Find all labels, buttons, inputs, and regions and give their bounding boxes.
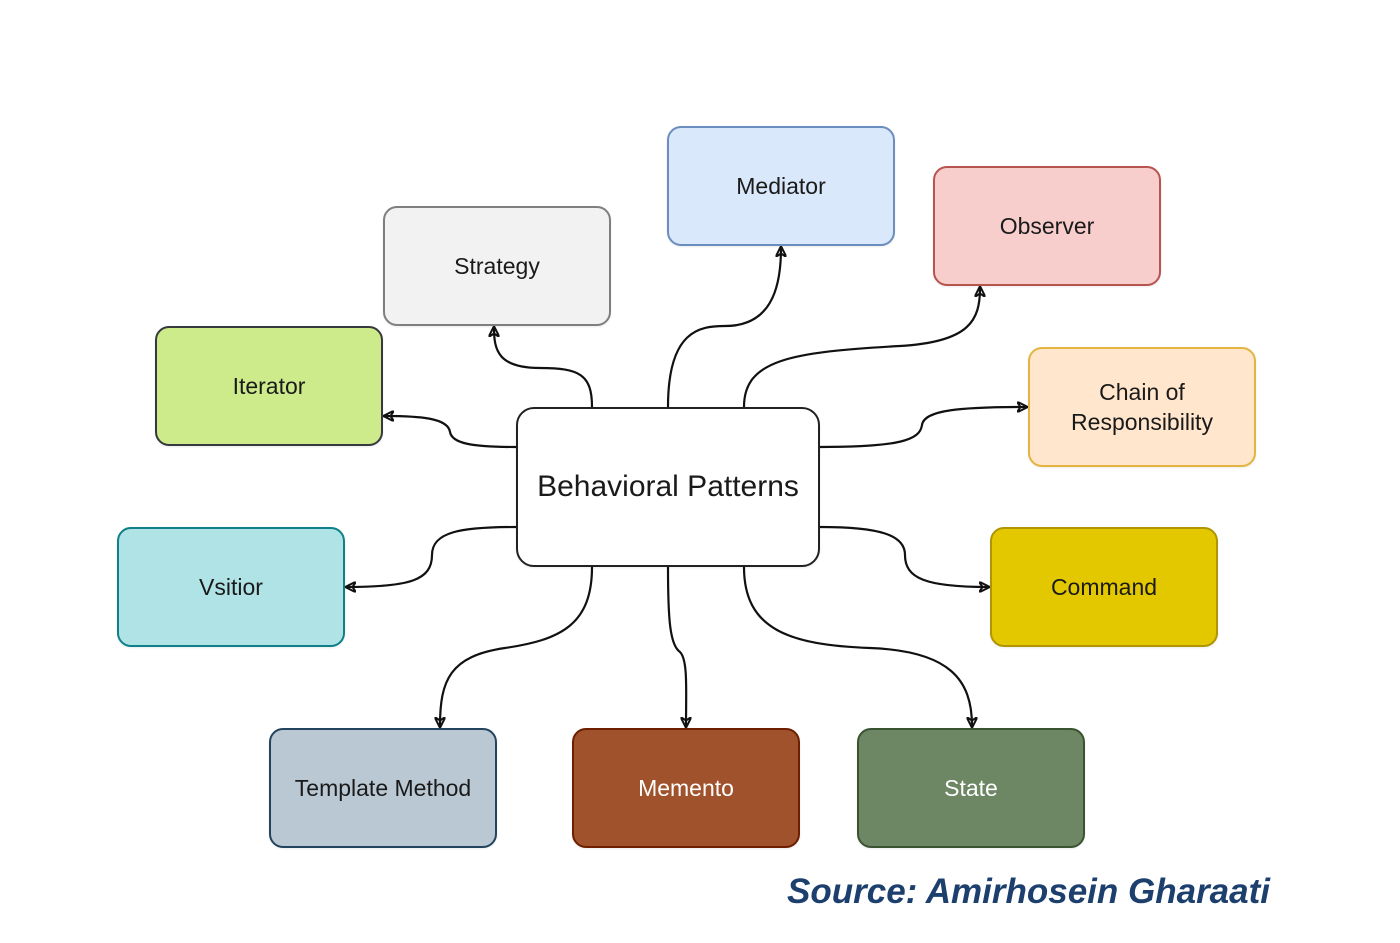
node-label-visitor: Vsitior — [199, 574, 263, 600]
edge-to-command — [819, 525, 988, 587]
edge-to-visitor — [347, 525, 517, 587]
node-label-template-method: Template Method — [294, 775, 472, 801]
node-iterator: Iterator — [155, 326, 383, 446]
node-memento: Memento — [572, 728, 800, 848]
node-chain-of-responsibility: Chain of Responsibility — [1028, 347, 1256, 467]
edge-to-iterator — [385, 416, 517, 449]
edge-to-mediator — [666, 248, 781, 408]
edge-to-observer — [742, 288, 980, 408]
edge-to-chain — [819, 407, 1026, 449]
node-label-memento: Memento — [638, 775, 734, 801]
node-label-command: Command — [1050, 574, 1158, 600]
edge-to-state — [742, 566, 972, 726]
edge-to-strategy — [494, 328, 594, 408]
node-visitor: Vsitior — [117, 527, 345, 647]
node-observer: Observer — [933, 166, 1161, 286]
node-mediator: Mediator — [667, 126, 895, 246]
node-state: State — [857, 728, 1085, 848]
edge-to-memento — [666, 566, 686, 726]
node-label-observer: Observer — [999, 213, 1095, 239]
edge-to-template — [440, 566, 594, 726]
node-template-method: Template Method — [269, 728, 497, 848]
node-command: Command — [990, 527, 1218, 647]
node-label-chain-of-responsibility: Chain of Responsibility — [1071, 379, 1213, 435]
node-label-mediator: Mediator — [736, 173, 826, 199]
source-credit: Source: Amirhosein Gharaati — [787, 872, 1270, 911]
center-node-behavioral-patterns: Behavioral Patterns — [516, 407, 820, 567]
node-strategy: Strategy — [383, 206, 611, 326]
node-label-state: State — [944, 775, 998, 801]
node-label-strategy: Strategy — [454, 253, 540, 279]
node-label-iterator: Iterator — [232, 373, 306, 399]
center-node-label: Behavioral Patterns — [537, 470, 799, 503]
